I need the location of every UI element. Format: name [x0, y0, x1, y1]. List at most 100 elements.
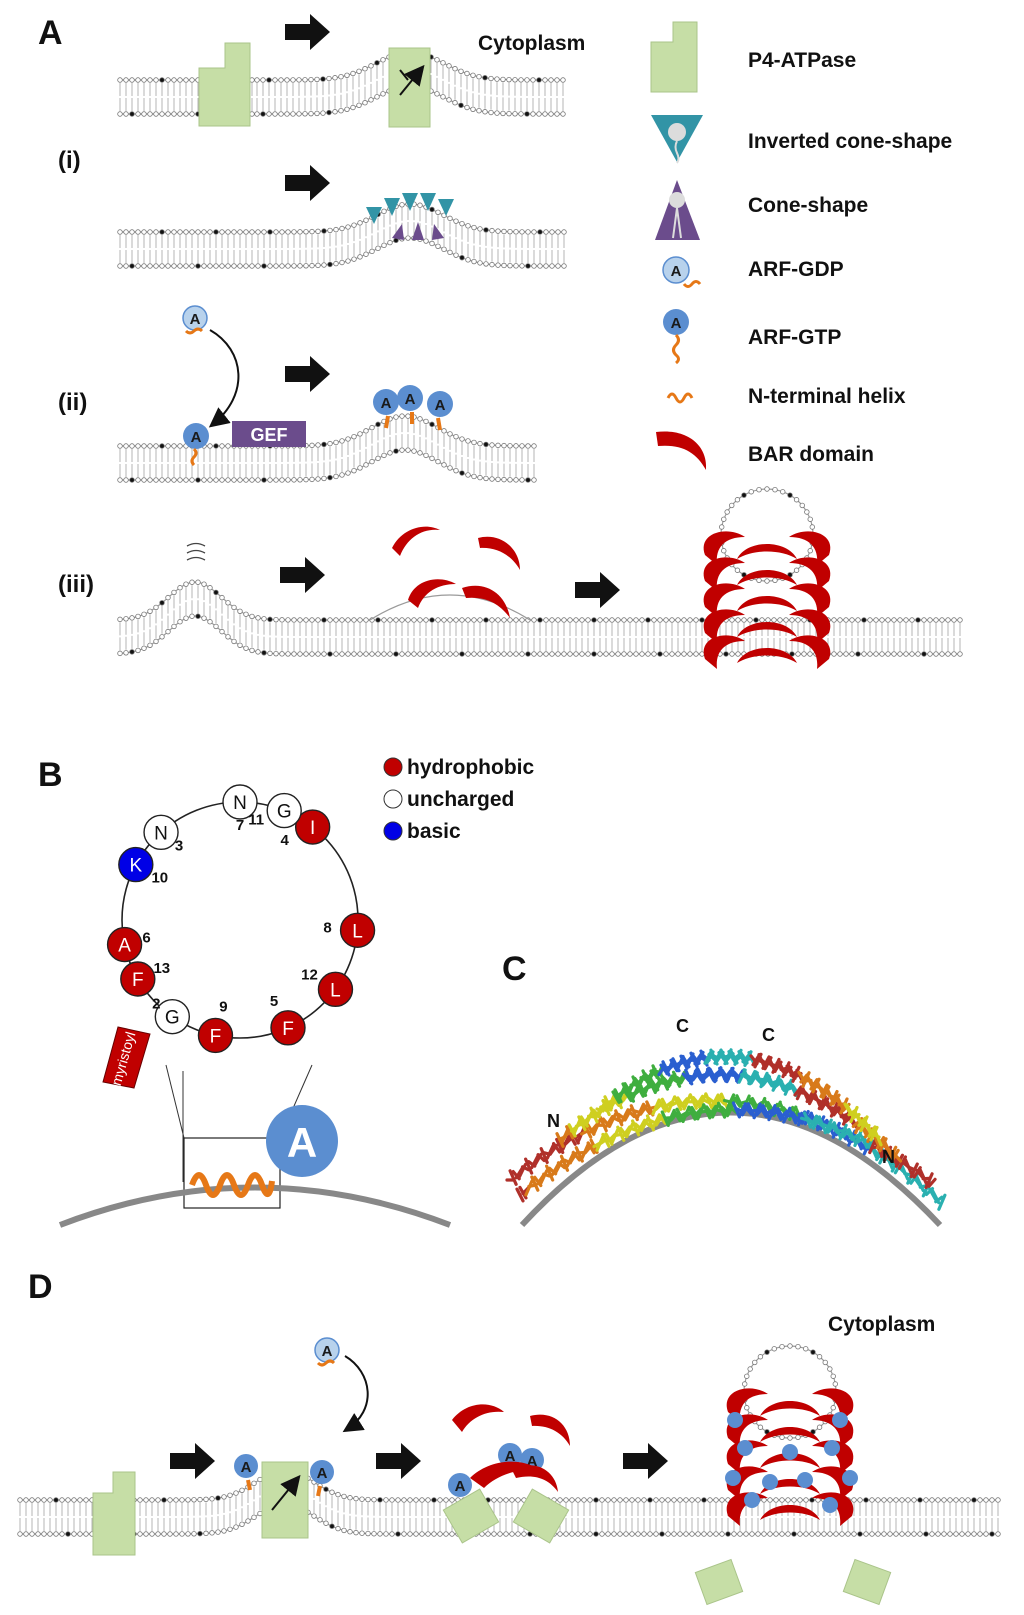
legend-icon-cone — [655, 180, 700, 240]
residue-number-12: 12 — [301, 966, 318, 983]
arf-gtp-cluster: A A A — [373, 385, 453, 431]
step-arrow-d2 — [376, 1443, 421, 1479]
residue-2: G2 — [152, 996, 191, 1035]
bar-domains-bound — [408, 579, 510, 618]
legend: P4-ATPase Inverted cone-shape Cone-shape… — [650, 21, 952, 470]
svg-text:K: K — [129, 856, 142, 877]
bar-domain-ribbon — [505, 1048, 947, 1211]
svg-text:N: N — [233, 793, 247, 814]
step-arrow-a5 — [575, 572, 620, 608]
panel-label-d: D — [28, 1268, 53, 1306]
recruitment-arrow-d — [342, 1355, 369, 1433]
svg-text:A: A — [671, 315, 682, 332]
svg-text:N: N — [154, 823, 168, 844]
bar-domain-tube-a — [703, 486, 831, 669]
residue-4: I4 — [280, 809, 331, 849]
step-arrow-a2 — [285, 165, 330, 201]
inverted-cone-lipids — [366, 193, 454, 224]
svg-text:G: G — [165, 1008, 180, 1029]
residue-number-7: 7 — [236, 817, 244, 834]
svg-text:L: L — [330, 980, 341, 1001]
gef-box: GEF — [232, 421, 306, 447]
p4-atpase-d-flat — [92, 1471, 136, 1556]
p4-atpase-d-tilted — [442, 1488, 570, 1544]
arf-gdp-soluble-d: A — [314, 1337, 340, 1367]
p4-atpase-flat — [198, 42, 251, 127]
membrane-a-iii — [117, 579, 963, 657]
svg-text:A: A — [405, 391, 416, 408]
residue-11: G 11 — [248, 792, 302, 829]
residue-8: L8 — [323, 912, 376, 948]
p4-atpase-d-base — [694, 1558, 892, 1606]
cytoplasm-label-d: Cytoplasm — [828, 1313, 935, 1336]
terminus-n-right: N — [882, 1147, 895, 1167]
residue-number-4: 4 — [280, 832, 289, 849]
legend-icon-p4-atpase — [650, 21, 698, 93]
membrane-a-ii — [117, 413, 537, 483]
recruitment-arrow — [208, 329, 240, 428]
svg-text:A: A — [322, 1343, 333, 1360]
step-label-i: (i) — [58, 147, 81, 174]
arf-gtp-d-pair: A A — [234, 1454, 334, 1497]
arf-gdp-soluble: A — [182, 305, 208, 335]
legend-label-inverted-cone: Inverted cone-shape — [748, 130, 952, 153]
svg-text:A: A — [287, 1119, 317, 1166]
residue-number-6: 6 — [142, 930, 150, 947]
legend-icon-arf-gdp: A — [662, 256, 702, 288]
svg-text:A: A — [191, 429, 202, 446]
step-arrow-a4 — [280, 557, 325, 593]
cytoplasm-label-a: Cytoplasm — [478, 32, 585, 55]
legend-icon-arf-gtp: A — [663, 309, 689, 365]
svg-text:A: A — [381, 395, 392, 412]
membrane-a-iii-bump2 — [369, 594, 531, 621]
svg-text:F: F — [282, 1019, 294, 1040]
residue-5: F5 — [270, 993, 306, 1046]
p4-atpase-d-bent — [261, 1461, 309, 1539]
bar-domains-free — [392, 526, 520, 570]
panel-label-b: B — [38, 756, 63, 794]
residue-number-13: 13 — [153, 960, 170, 977]
legend-label-n-terminal-helix: N-terminal helix — [748, 385, 906, 408]
legend-hydrophobic: hydrophobic — [407, 756, 534, 779]
residue-number-3: 3 — [175, 837, 183, 854]
svg-text:A: A — [505, 1448, 516, 1465]
svg-text:F: F — [210, 1026, 222, 1047]
panel-label-a: A — [38, 14, 63, 52]
svg-text:G: G — [277, 802, 292, 823]
residue-number-11: 11 — [248, 812, 264, 829]
step-arrow-a1 — [285, 14, 330, 50]
residue-number-8: 8 — [323, 919, 331, 936]
bar-domains-free-d — [452, 1404, 570, 1446]
residue-9: F9 — [197, 998, 234, 1054]
step-label-iii: (iii) — [58, 571, 94, 598]
svg-text:A: A — [241, 1459, 252, 1476]
step-arrow-a3 — [285, 356, 330, 392]
legend-uncharged: uncharged — [407, 788, 514, 811]
myristoyl-tag: myristoyl — [102, 1026, 151, 1089]
legend-icon-bar-domain — [656, 431, 707, 470]
curvature-marks — [186, 542, 206, 561]
residue-number-5: 5 — [270, 993, 278, 1010]
residue-3: N3 — [143, 814, 183, 854]
legend-label-p4-atpase: P4-ATPase — [748, 49, 856, 72]
helix-zoom: A — [58, 1064, 452, 1228]
svg-text:A: A — [317, 1465, 328, 1482]
legend-icon-inverted-cone — [651, 115, 703, 164]
terminus-c-right: C — [762, 1025, 775, 1045]
arf-cluster-d: A A A — [448, 1443, 558, 1497]
legend-basic: basic — [407, 820, 461, 843]
svg-text:A: A — [435, 397, 446, 414]
panel-b-legend: hydrophobic uncharged basic — [383, 756, 534, 843]
legend-label-arf-gtp: ARF-GTP — [748, 326, 841, 349]
svg-text:I: I — [310, 818, 315, 839]
svg-text:A: A — [527, 1453, 538, 1470]
svg-text:A: A — [455, 1478, 466, 1495]
p4-atpase-bent — [388, 47, 431, 128]
bar-domain-structure: C C N N — [505, 1016, 947, 1228]
bar-domain-tube-d — [725, 1343, 858, 1526]
step-label-ii: (ii) — [58, 389, 87, 416]
step-arrow-d3 — [623, 1443, 668, 1479]
svg-text:L: L — [352, 921, 363, 942]
